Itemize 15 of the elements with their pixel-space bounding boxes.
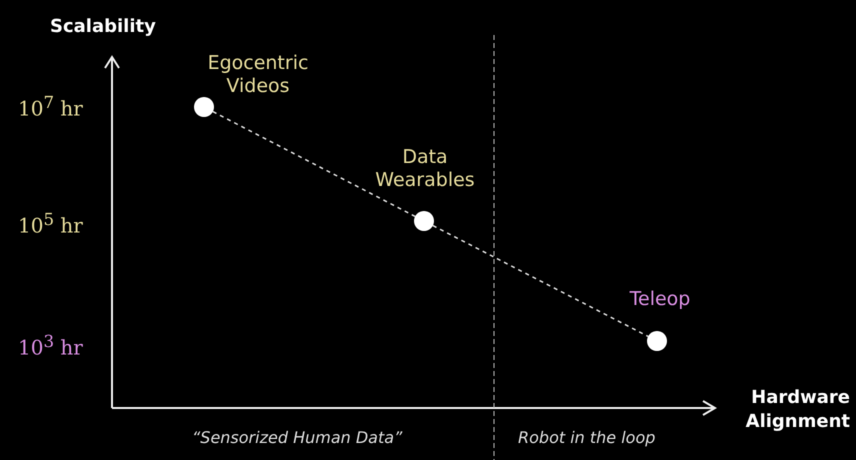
axis-title: Hardware Alignment xyxy=(744,386,850,434)
tick-label: 10$^{5}$ hr xyxy=(18,210,83,238)
dashed-connector xyxy=(212,110,416,218)
point-label: Egocentric Videos xyxy=(206,52,310,98)
data-point xyxy=(414,211,434,231)
point-label: Data Wearables xyxy=(374,146,476,192)
data-point xyxy=(647,331,667,351)
region-label: “Sensorized Human Data” xyxy=(192,428,402,447)
dashed-connector xyxy=(432,224,648,338)
point-label: Teleop xyxy=(628,288,692,311)
tick-label: 10$^{3}$ hr xyxy=(18,332,83,360)
region-label: Robot in the loop xyxy=(518,428,656,447)
data-point xyxy=(194,97,214,117)
tick-label: 10$^{7}$ hr xyxy=(18,93,83,121)
axis-title: Scalability xyxy=(50,16,156,37)
